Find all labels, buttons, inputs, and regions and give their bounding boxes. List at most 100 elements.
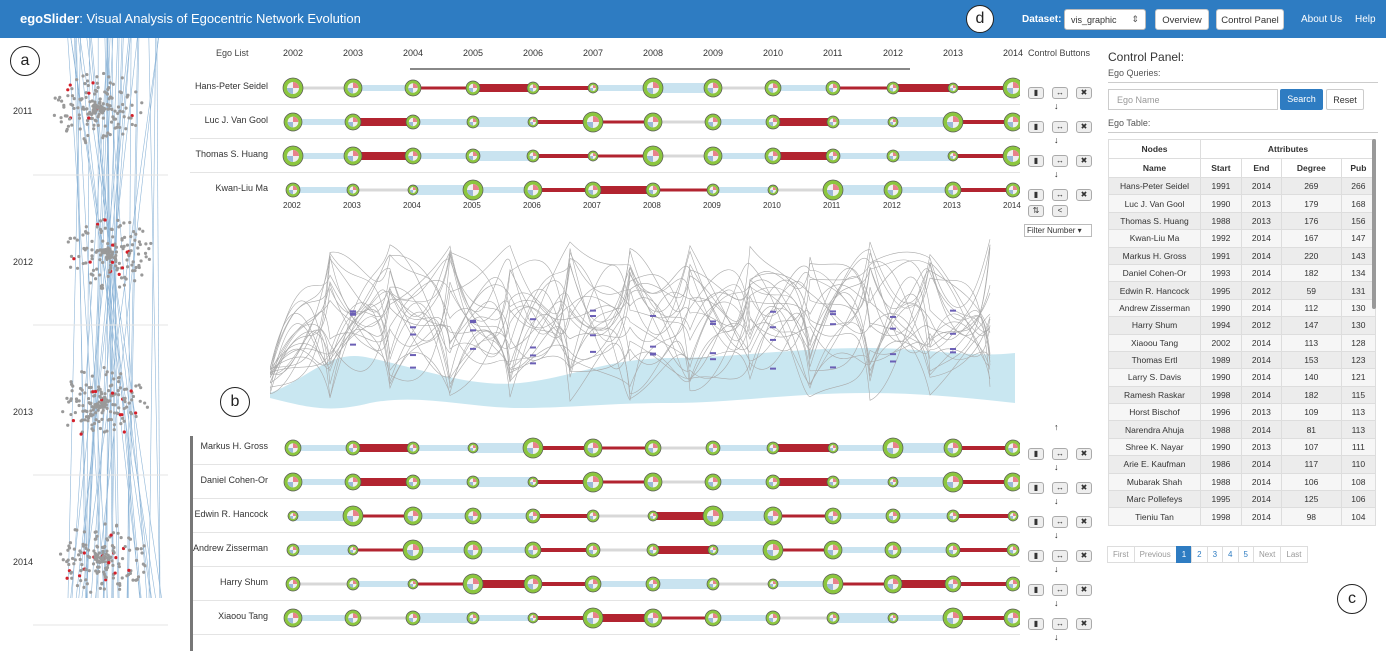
remove-icon[interactable]: ✖	[1076, 189, 1092, 201]
page-link[interactable]: Last	[1280, 546, 1308, 563]
page-link[interactable]: 2	[1191, 546, 1208, 563]
chart-icon[interactable]: ▮	[1028, 155, 1044, 167]
ego-timeline-track[interactable]	[275, 533, 1020, 567]
move-down-icon[interactable]: ↓	[1054, 564, 1059, 574]
chart-icon[interactable]: ▮	[1028, 87, 1044, 99]
ego-row[interactable]: Edwin R. Hancock	[190, 499, 1020, 533]
chart-icon[interactable]: ▮	[1028, 448, 1044, 460]
time-range-slider[interactable]	[410, 68, 910, 70]
share-icon[interactable]: <	[1052, 205, 1068, 217]
ego-timeline-track[interactable]	[275, 499, 1020, 533]
column-header[interactable]: Degree	[1280, 158, 1342, 178]
overview-button[interactable]: Overview	[1155, 9, 1209, 30]
ego-name-input[interactable]: Ego Name	[1108, 89, 1278, 110]
chart-icon[interactable]: ▮	[1028, 618, 1044, 630]
page-link[interactable]: Previous	[1133, 546, 1177, 563]
sort-icon[interactable]: ⇅	[1028, 205, 1044, 217]
ego-row[interactable]: Andrew Zisserman	[190, 533, 1020, 567]
reset-button[interactable]: Reset	[1326, 89, 1364, 110]
resize-icon[interactable]: ↔	[1052, 482, 1068, 494]
flow-view[interactable]	[270, 218, 1015, 448]
remove-icon[interactable]: ✖	[1076, 550, 1092, 562]
chart-icon[interactable]: ▮	[1028, 121, 1044, 133]
resize-icon[interactable]: ↔	[1052, 550, 1068, 562]
move-down-icon[interactable]: ↓	[1054, 169, 1059, 179]
move-down-icon[interactable]: ↓	[1054, 135, 1059, 145]
resize-icon[interactable]: ↔	[1052, 448, 1068, 460]
move-down-icon[interactable]: ↓	[1054, 496, 1059, 506]
page-link[interactable]: Next	[1252, 546, 1282, 563]
move-down-icon[interactable]: ↓	[1054, 632, 1059, 642]
filter-number-select[interactable]: Filter Number ▾	[1024, 224, 1092, 237]
move-down-icon[interactable]: ↓	[1054, 101, 1059, 111]
resize-icon[interactable]: ↔	[1052, 155, 1068, 167]
ego-row[interactable]: Daniel Cohen-Or	[190, 465, 1020, 499]
page-link[interactable]: 4	[1222, 546, 1239, 563]
control-panel-button[interactable]: Control Panel	[1216, 9, 1284, 30]
ego-timeline-track[interactable]	[275, 465, 1020, 499]
ego-timeline-track[interactable]	[275, 105, 1020, 139]
ego-row[interactable]: Xiaoou Tang	[190, 601, 1020, 635]
remove-icon[interactable]: ✖	[1076, 516, 1092, 528]
ego-row[interactable]: Thomas S. Huang	[190, 139, 1020, 173]
move-down-icon[interactable]: ↓	[1054, 530, 1059, 540]
remove-icon[interactable]: ✖	[1076, 155, 1092, 167]
chart-icon[interactable]: ▮	[1028, 550, 1044, 562]
resize-icon[interactable]: ↔	[1052, 618, 1068, 630]
ego-timeline-track[interactable]	[275, 71, 1020, 105]
ego-timeline-track[interactable]	[275, 139, 1020, 173]
page-link[interactable]: 5	[1237, 546, 1254, 563]
page-link[interactable]: First	[1107, 546, 1135, 563]
chart-icon[interactable]: ▮	[1028, 516, 1044, 528]
chart-icon[interactable]: ▮	[1028, 189, 1044, 201]
table-scrollbar[interactable]	[1372, 139, 1376, 309]
resize-icon[interactable]: ↔	[1052, 584, 1068, 596]
column-header[interactable]: Pub	[1340, 158, 1377, 178]
chart-icon[interactable]: ▮	[1028, 584, 1044, 596]
column-header[interactable]: Start	[1200, 158, 1242, 178]
remove-icon[interactable]: ✖	[1076, 121, 1092, 133]
remove-icon[interactable]: ✖	[1076, 618, 1092, 630]
remove-icon[interactable]: ✖	[1076, 584, 1092, 596]
ego-row[interactable]: Markus H. Gross	[190, 431, 1020, 465]
chart-icon[interactable]: ▮	[1028, 482, 1044, 494]
column-header[interactable]: Name	[1108, 158, 1201, 178]
resize-icon[interactable]: ↔	[1052, 516, 1068, 528]
remove-icon[interactable]: ✖	[1076, 482, 1092, 494]
move-down-icon[interactable]: ↓	[1054, 598, 1059, 608]
ego-timeline-track[interactable]	[275, 567, 1020, 601]
move-up-icon[interactable]: ↑	[1054, 422, 1059, 432]
ego-row[interactable]: Hans-Peter Seidel	[190, 71, 1020, 105]
move-down-icon[interactable]: ↓	[1054, 462, 1059, 472]
page-link[interactable]: 1	[1175, 546, 1193, 563]
page-link[interactable]: 3	[1206, 546, 1224, 563]
remove-icon[interactable]: ✖	[1076, 87, 1092, 99]
dataset-select[interactable]: vis_graphic⇕	[1064, 9, 1146, 30]
overview-scatter[interactable]	[3, 38, 187, 651]
resize-icon[interactable]: ↔	[1052, 87, 1068, 99]
column-header[interactable]: End	[1240, 158, 1282, 178]
help-link[interactable]: Help	[1355, 14, 1376, 25]
ego-timeline-track[interactable]	[275, 601, 1020, 635]
resize-icon[interactable]: ↔	[1052, 121, 1068, 133]
resize-icon[interactable]: ↔	[1052, 189, 1068, 201]
